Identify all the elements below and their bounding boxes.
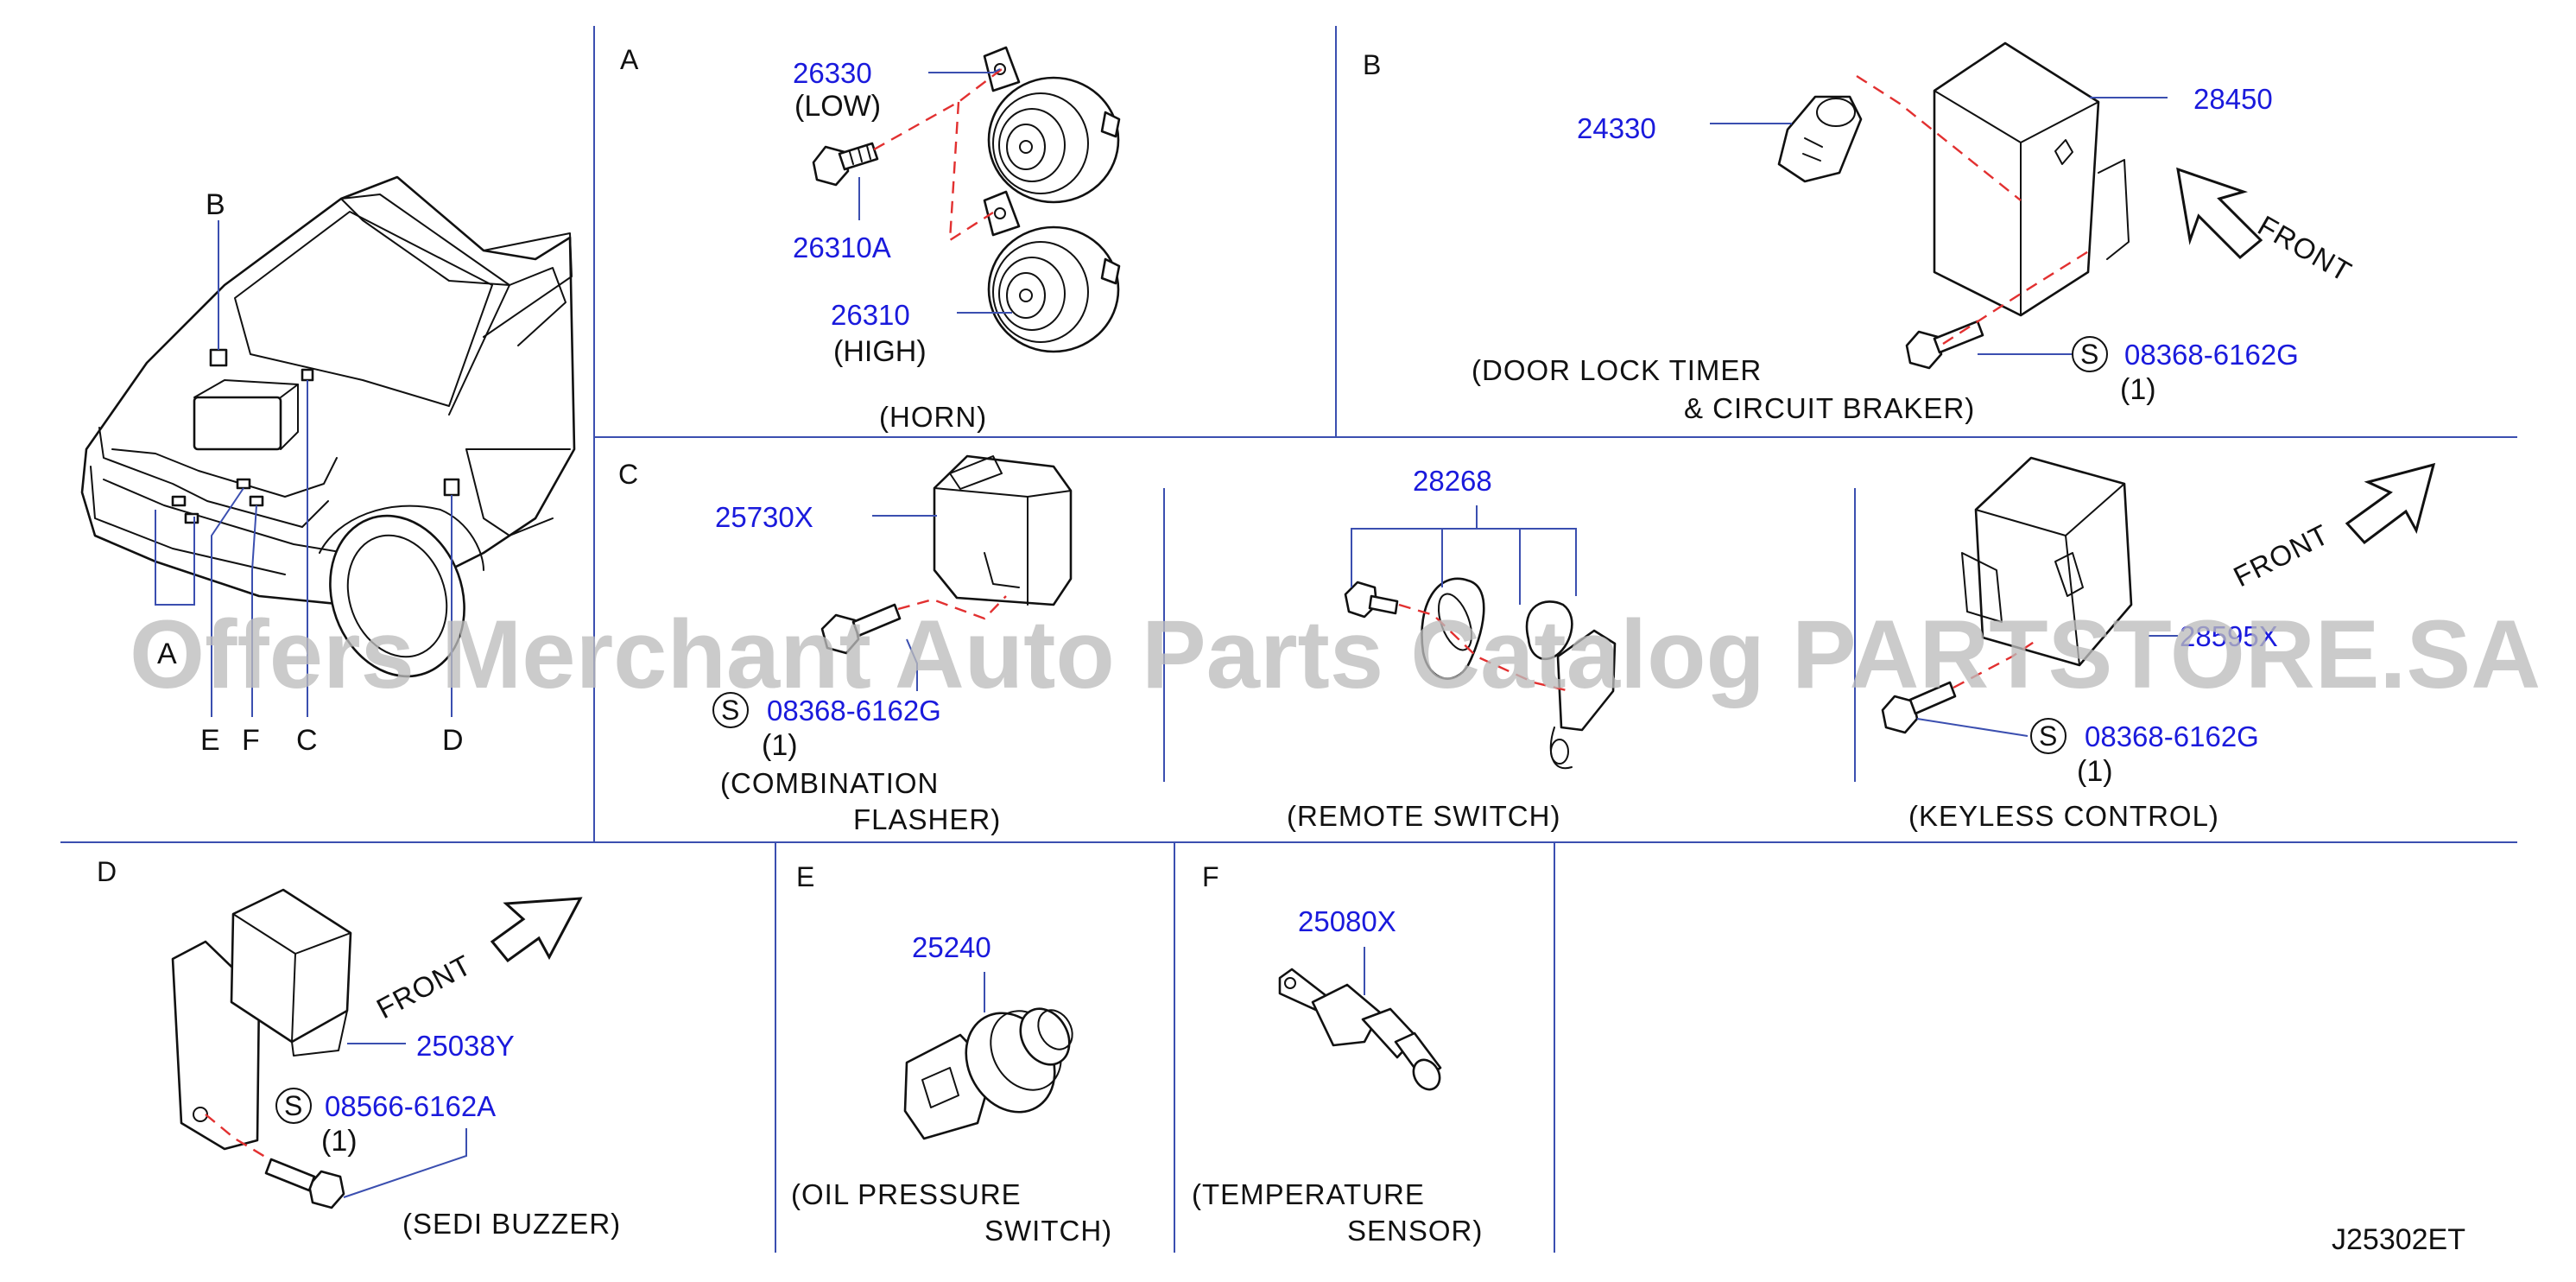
section-c-combination-flasher: C 25730X S 08368-6162G (1) (COMBINATION …: [618, 454, 1073, 835]
standard-part-letter: S: [2039, 720, 2057, 752]
part-number-25080x: 25080X: [1298, 905, 1396, 937]
part-number-08566-6162a: 08566-6162A: [325, 1090, 496, 1122]
front-arrow-icon: [2176, 167, 2263, 260]
section-e-letter: E: [796, 861, 814, 892]
oil-pressure-caption-line1: (OIL PRESSURE: [791, 1178, 1022, 1210]
section-a-horn: A 26330: [620, 44, 1121, 433]
keyless-control-caption: (KEYLESS CONTROL): [1908, 800, 2219, 832]
sedi-buzzer-drawing: [171, 888, 352, 1151]
combination-flasher-caption-line1: (COMBINATION: [720, 767, 939, 799]
part-number-28450: 28450: [2193, 83, 2273, 115]
standard-part-mark: [2072, 336, 2108, 372]
sedi-buzzer-caption: (SEDI BUZZER): [402, 1208, 621, 1240]
front-label: FRONT: [2253, 209, 2358, 288]
front-label: FRONT: [2228, 517, 2334, 593]
section-b-door-lock-timer: B 24330 28450 S 08368-6162G (1) (DOOR LO…: [1363, 41, 2358, 424]
part-number-25730x: 25730X: [715, 501, 813, 533]
remote-switch-screw-drawing: [1344, 581, 1399, 619]
horn-bolt-drawing: [812, 142, 879, 187]
part-number-26310a: 26310A: [793, 232, 891, 263]
remote-switch-drawing: [1421, 577, 1617, 770]
section-e-oil-pressure-switch: E 25240 (OIL PRESSURE SWITCH): [791, 861, 1112, 1247]
horn-caption: (HORN): [879, 401, 987, 433]
vehicle-label-e: E: [200, 724, 220, 757]
temperature-sensor-caption-line1: (TEMPERATURE: [1192, 1178, 1425, 1210]
vehicle-label-a: A: [157, 638, 177, 670]
section-b-letter: B: [1363, 49, 1381, 80]
part-number-26330: 26330: [793, 57, 872, 89]
part-number-08368-6162g: 08368-6162G: [2085, 720, 2259, 752]
combination-flasher-screw-drawing: [820, 603, 902, 655]
door-lock-caption-line1: (DOOR LOCK TIMER: [1472, 354, 1762, 386]
oil-pressure-caption-line2: SWITCH): [984, 1215, 1112, 1247]
vehicle-leaders: [155, 220, 453, 717]
diagram-code: J25302ET: [2332, 1223, 2465, 1256]
standard-part-letter: S: [2080, 339, 2098, 370]
section-c-letter: C: [618, 459, 638, 490]
part-number-08368-6162g: 08368-6162G: [2124, 339, 2299, 371]
section-c-keyless-control: 28595X S 08368-6162G (1) (KEYLESS CONTRO…: [1881, 456, 2436, 832]
quantity-label: (1): [762, 729, 798, 762]
door-lock-timer-drawing: [1933, 41, 2130, 317]
horn-low-drawing: [983, 46, 1121, 204]
section-f-temperature-sensor: F 25080X (TEMPERATURE SENSOR): [1192, 861, 1483, 1247]
section-f-letter: F: [1202, 861, 1219, 892]
part-number-08368-6162g: 08368-6162G: [767, 695, 941, 727]
part-number-28268: 28268: [1413, 465, 1492, 497]
standard-part-mark: [2030, 718, 2066, 754]
door-lock-screw-drawing: [1905, 320, 1984, 370]
quantity-label: (1): [2120, 373, 2156, 406]
quantity-label: (1): [321, 1125, 358, 1158]
horn-high-note: (HIGH): [833, 335, 927, 368]
part-number-26310: 26310: [831, 299, 910, 331]
vehicle-label-f: F: [242, 724, 260, 757]
front-label: FRONT: [371, 949, 477, 1025]
sedi-buzzer-screw-drawing: [264, 1158, 345, 1209]
horn-low-note: (LOW): [794, 90, 881, 123]
section-d-sedi-buzzer: D 25038Y S 08566-6162A (1) (SEDI BUZZER)…: [97, 856, 621, 1240]
oil-pressure-switch-drawing: [903, 1007, 1073, 1140]
remote-switch-caption: (REMOTE SWITCH): [1287, 800, 1560, 832]
standard-part-mark: [712, 692, 749, 728]
section-d-letter: D: [97, 856, 117, 887]
front-arrow-icon: [2345, 462, 2436, 545]
part-number-25240: 25240: [912, 931, 991, 963]
quantity-label: (1): [2077, 755, 2113, 788]
door-lock-caption-line2: & CIRCUIT BRAKER): [1684, 392, 1975, 424]
standard-part-letter: S: [284, 1090, 302, 1121]
horn-high-drawing: [983, 190, 1121, 353]
vehicle-label-d: D: [442, 724, 464, 757]
vehicle-label-b: B: [206, 188, 225, 221]
temperature-sensor-drawing: [1278, 968, 1442, 1091]
combination-flasher-caption-line2: FLASHER): [853, 803, 1001, 835]
section-grid: [60, 26, 2517, 1253]
keyless-control-drawing: [1961, 456, 2133, 667]
front-arrow-icon: [490, 897, 583, 963]
part-number-24330: 24330: [1577, 112, 1656, 144]
section-a-letter: A: [620, 44, 639, 75]
section-c-remote-switch: 28268 (REMOTE SWITCH): [1287, 465, 1617, 832]
part-number-25038y: 25038Y: [416, 1030, 515, 1062]
vehicle-label-c: C: [296, 724, 318, 757]
vehicle-overview: B A E F C D: [80, 175, 576, 757]
part-number-28595x: 28595X: [2180, 620, 2278, 652]
relay-drawing: [1777, 95, 1863, 183]
combination-flasher-drawing: [933, 454, 1073, 606]
standard-part-letter: S: [721, 695, 739, 726]
standard-part-mark: [275, 1088, 312, 1124]
temperature-sensor-caption-line2: SENSOR): [1347, 1215, 1483, 1247]
watermark-text: Offers Merchant Auto Parts Catalog PARTS…: [130, 600, 2541, 708]
